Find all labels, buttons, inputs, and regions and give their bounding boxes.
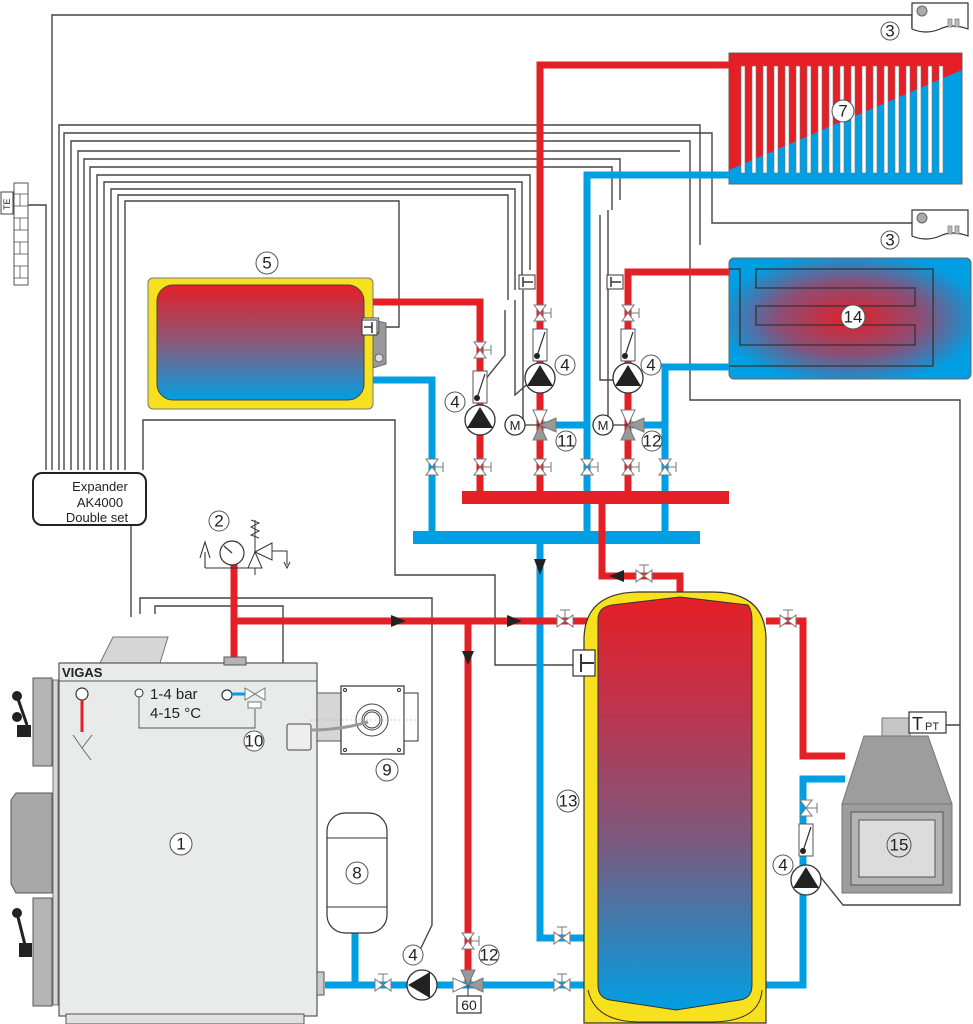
- flow-arrow-icon: [609, 570, 624, 582]
- flow-arrow-icon: [534, 559, 546, 575]
- radiator-number: 7: [838, 102, 847, 121]
- fireplace-sensor-label: T: [912, 714, 923, 734]
- actuator-icon: [504, 414, 526, 436]
- boiler-number: 1: [176, 835, 185, 854]
- room-thermostat-radiator[interactable]: 3: [880, 2, 969, 41]
- check-valve-icon: [472, 370, 488, 404]
- thermostat-number: 3: [885, 22, 894, 41]
- fireplace-sensor-subscript: PT: [925, 721, 939, 733]
- flow-arrow-icon: [391, 615, 406, 627]
- pump-radiator[interactable]: 4: [524, 354, 576, 394]
- expansion-vessel: 8: [326, 812, 388, 934]
- pump-boiler-return[interactable]: 4: [402, 944, 438, 1001]
- safety-group: 2: [199, 510, 291, 575]
- boiler-pressure-range: 1-4 bar: [150, 686, 198, 703]
- fireplace: 15 T PT: [841, 711, 953, 894]
- pump-floor[interactable]: 4: [612, 354, 662, 394]
- boiler: VIGAS 1-4 bar 4-15 °C 10 1: [10, 636, 325, 1024]
- svg-text:M: M: [598, 418, 609, 433]
- pump-icon: [790, 864, 822, 896]
- cooling-valve[interactable]: 10: [232, 687, 266, 752]
- outdoor-sensor-label: TE: [2, 198, 12, 210]
- pump-number: 4: [408, 946, 417, 965]
- expander-line1: Expander: [72, 479, 128, 494]
- pump-number: 4: [560, 356, 569, 375]
- pump-number: 4: [450, 393, 459, 412]
- thermostat-number: 3: [885, 231, 894, 250]
- flow-arrow-icon: [462, 651, 474, 665]
- boiler-temp-range: 4-15 °C: [150, 705, 201, 722]
- cooling-valve-number: 10: [245, 732, 264, 751]
- check-valve-icon: [620, 328, 636, 362]
- door-handle-icon[interactable]: [12, 691, 31, 737]
- control-wires: [26, 14, 961, 951]
- burner: 9: [286, 685, 420, 782]
- actuator-icon: [592, 414, 614, 436]
- safety-group-number: 2: [214, 512, 223, 531]
- floor-heating: 14: [728, 257, 972, 380]
- thermostatic-valve[interactable]: 60 12: [452, 944, 500, 1014]
- pump-icon: [612, 362, 644, 394]
- mixing-valve-number: 12: [643, 432, 662, 451]
- thermostatic-valve-setting: 60: [461, 997, 477, 1013]
- pump-number: 4: [646, 356, 655, 375]
- fireplace-number: 15: [890, 836, 909, 855]
- check-valve-icon: [532, 328, 548, 362]
- pipe-sensors: [518, 274, 624, 290]
- burner-number: 9: [382, 761, 391, 780]
- svg-text:M: M: [510, 418, 521, 433]
- mixing-valve-radiator[interactable]: M 11: [504, 409, 577, 452]
- pump-icon: [464, 404, 496, 436]
- pump-fireplace[interactable]: 4: [772, 854, 822, 896]
- pump-dhw[interactable]: 4: [444, 391, 496, 436]
- floor-heating-number: 14: [844, 308, 863, 327]
- expander-controller[interactable]: Expander AK4000 Double set: [32, 472, 147, 526]
- fireplace-sensor: T PT: [908, 711, 947, 734]
- mixing-valve-number: 11: [557, 432, 575, 451]
- expansion-vessel-number: 8: [352, 864, 361, 883]
- room-thermostat-floor[interactable]: 3: [880, 209, 969, 250]
- mixing-valve-floor[interactable]: M 12: [592, 409, 663, 452]
- expander-line2: AK4000: [77, 495, 123, 510]
- radiator: 7: [728, 52, 963, 185]
- check-valve-icon: [798, 823, 814, 857]
- door-handle-icon[interactable]: [12, 908, 32, 957]
- pump-icon: [524, 362, 556, 394]
- hot-water-tank: 5: [147, 251, 387, 410]
- buffer-tank: 13: [556, 591, 767, 1024]
- boiler-brand: VIGAS: [62, 665, 103, 680]
- tank-number: 5: [262, 254, 271, 273]
- flow-arrow-icon: [507, 615, 522, 627]
- pump-number: 4: [778, 856, 787, 875]
- buffer-tank-number: 13: [559, 792, 578, 811]
- flow-arrows: [391, 559, 624, 665]
- outdoor-sensor: TE: [0, 182, 29, 286]
- expander-line3: Double set: [66, 510, 129, 525]
- bypass-valve-number: 12: [480, 946, 499, 965]
